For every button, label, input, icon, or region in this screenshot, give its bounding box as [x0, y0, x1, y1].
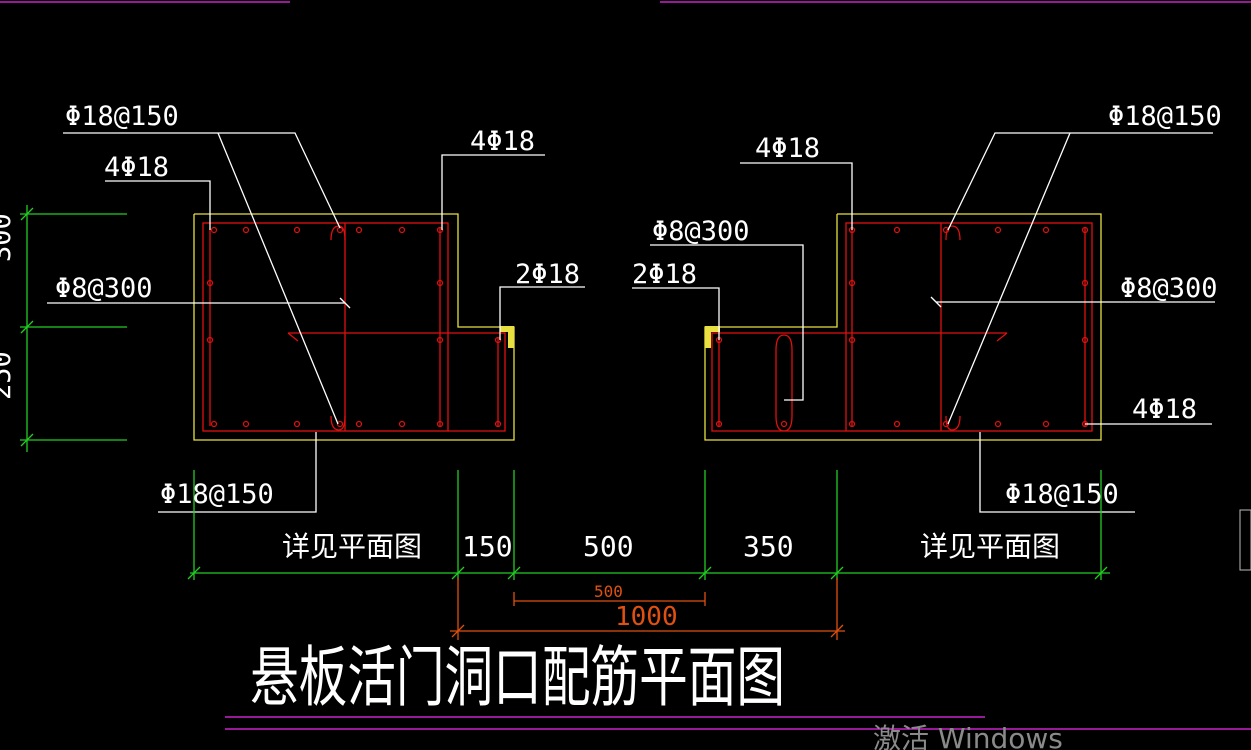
dim-vert-250: 250	[0, 351, 17, 400]
dim-150: 150	[462, 530, 513, 563]
label-right-tie-b: Φ8@300	[1120, 273, 1218, 304]
left-section	[47, 132, 585, 513]
dim-inner-500: 500	[594, 582, 623, 601]
right-concrete-outline	[704, 213, 1102, 441]
label-left-small-bars: 2Φ18	[515, 259, 580, 290]
label-right-tie-a: Φ8@300	[652, 216, 750, 247]
label-left-mid-bars: 4Φ18	[104, 152, 169, 183]
label-right-bottom-bars: 4Φ18	[1132, 394, 1197, 425]
dim-350: 350	[743, 530, 794, 563]
drawing-title: 悬板活门洞口配筋平面图	[250, 639, 785, 716]
dim-500: 500	[583, 530, 634, 563]
label-right-top-stirrup: Φ18@150	[1108, 101, 1222, 132]
border-lines	[0, 1, 1251, 730]
label-right-small-bars: 2Φ18	[632, 259, 697, 290]
dim-vert-300: 300	[0, 213, 17, 262]
dim-right-see-plan: 详见平面图	[920, 530, 1060, 563]
right-section	[632, 132, 1215, 513]
label-right-top-bars: 4Φ18	[755, 133, 820, 164]
activation-watermark: 激活 Windows	[873, 722, 1063, 750]
label-left-tie: Φ8@300	[55, 273, 153, 304]
left-concrete-outline	[193, 213, 515, 441]
dim-total-1000: 1000	[615, 602, 678, 632]
dimension-lines	[20, 205, 1251, 640]
label-left-top-stirrup: Φ18@150	[65, 101, 179, 132]
label-right-bottom-stirrup: Φ18@150	[1005, 479, 1119, 510]
label-left-top-bars: 4Φ18	[470, 126, 535, 157]
label-left-bottom-stirrup: Φ18@150	[160, 479, 274, 510]
dim-left-see-plan: 详见平面图	[282, 530, 422, 563]
